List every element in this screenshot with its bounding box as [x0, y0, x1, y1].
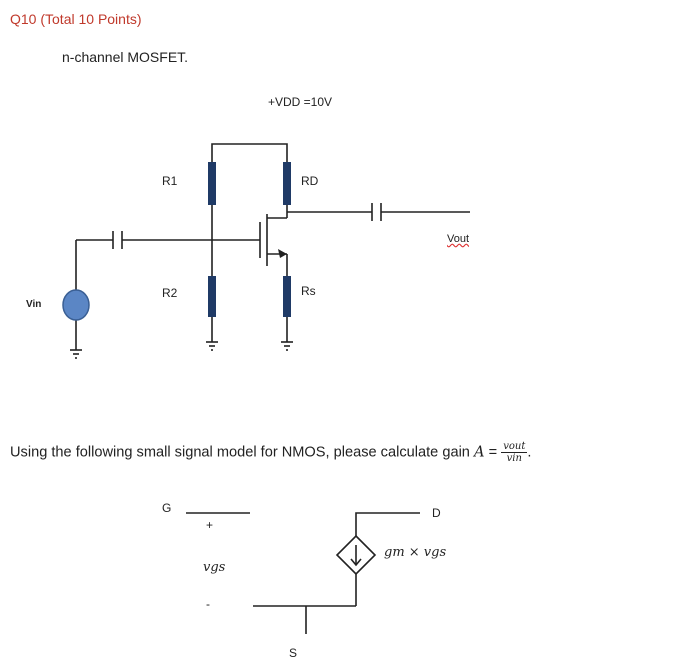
- rd-label: RD: [301, 174, 319, 188]
- vout-label: Vout: [447, 233, 470, 245]
- resistor-r2: [208, 276, 216, 317]
- gm-label: gm × vgs: [384, 545, 447, 560]
- plus-label: +: [206, 518, 214, 532]
- down-arrow-icon: [350, 545, 362, 567]
- vdd-rail: [211, 143, 288, 162]
- gain-equals: =: [488, 444, 498, 461]
- vin-label: Vin: [26, 299, 42, 310]
- rs-label: Rs: [301, 284, 316, 298]
- r1-label: R1: [162, 174, 178, 188]
- vdd-label: +VDD =10V: [268, 95, 333, 109]
- dependent-current-source: [335, 534, 377, 576]
- question-title: Q10 (Total 10 Points): [10, 11, 142, 27]
- gain-fraction: vout vin: [501, 441, 528, 464]
- gain-symbol: A: [474, 443, 485, 461]
- question-subtitle: n-channel MOSFET.: [62, 49, 189, 65]
- drain-label: D: [432, 506, 441, 520]
- gain-numerator: vout: [501, 441, 528, 453]
- mosfet-source-arrow: [278, 249, 287, 258]
- gain-denominator: vin: [506, 453, 522, 464]
- resistor-rs: [283, 276, 291, 317]
- vgs-label: vgs: [203, 560, 226, 575]
- minus-label: -: [206, 597, 210, 611]
- resistor-r1: [208, 162, 216, 205]
- gate-label: G: [162, 501, 172, 515]
- r2-label: R2: [162, 286, 178, 300]
- drain-line: [355, 512, 420, 536]
- question-instruction: Using the following small signal model f…: [10, 441, 531, 464]
- gain-period: .: [527, 444, 532, 461]
- source-label: S: [289, 646, 298, 660]
- input-source: [62, 289, 90, 321]
- instruction-text: Using the following small signal model f…: [10, 444, 470, 461]
- resistor-rd: [283, 162, 291, 205]
